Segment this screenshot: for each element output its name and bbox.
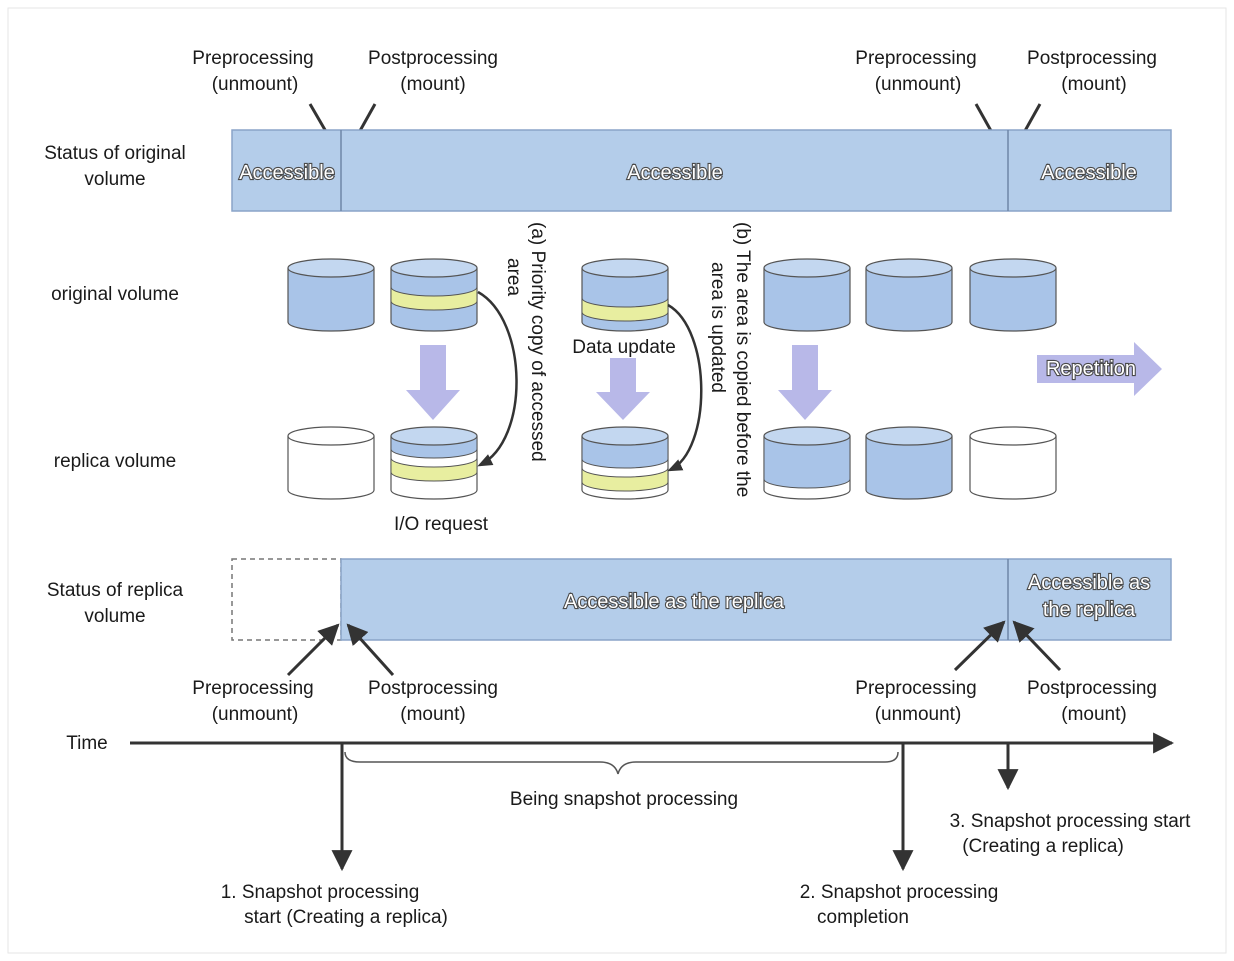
step3-label-a: 3. Snapshot processing start: [950, 811, 1192, 832]
step1-label-a: 1. Snapshot processing: [221, 882, 420, 903]
copy-arrow-1: [406, 345, 460, 420]
step2-label-b: completion: [817, 907, 909, 928]
data-update-label: Data update: [572, 337, 676, 358]
bottom-post2-label-b: (mount): [1061, 704, 1126, 725]
top-pre2-label-a: Preprocessing: [855, 48, 976, 69]
bottom-pre2-label-a: Preprocessing: [855, 678, 976, 699]
original-status-bar-bg: [231, 129, 1172, 212]
top-pre2-label-b: (unmount): [875, 74, 962, 95]
status-original-label-line1: Status of original: [44, 143, 186, 164]
copy-arrow-2: [596, 358, 650, 420]
step2-label-a: 2. Snapshot processing: [800, 882, 999, 903]
top-post2-label-a: Postprocessing: [1027, 48, 1157, 69]
repetition-arrow: [1037, 342, 1162, 396]
priority-copy-curve: [477, 290, 518, 467]
bottom-pre1-label-a: Preprocessing: [192, 678, 313, 699]
original-volume-cylinder: [287, 258, 375, 332]
bottom-post2-label-a: Postprocessing: [1027, 678, 1157, 699]
replica-volume-cylinder-mostly-copied: [763, 426, 851, 500]
original-volume-cylinder: [763, 258, 851, 332]
replica-volume-cylinder-update-copied: [581, 426, 669, 500]
replica-volume-cylinder-empty: [969, 426, 1057, 500]
copy-arrow-3: [778, 345, 832, 420]
copied-before-annotation-b: area is updated: [707, 262, 728, 393]
status-replica-label-line2: volume: [84, 606, 145, 627]
bottom-post1-label-b: (mount): [400, 704, 465, 725]
original-volume-cylinders: [287, 258, 1057, 332]
top-post1-label-a: Postprocessing: [368, 48, 498, 69]
bottom-post1-arrow: [346, 623, 395, 677]
original-status-seg2: Accessible: [627, 162, 723, 184]
io-request-label: I/O request: [394, 514, 489, 535]
replica-status-inaccessible-seg: [231, 558, 342, 641]
original-volume-cylinder-updated: [581, 258, 669, 332]
accessed-area-band: [390, 286, 478, 311]
replica-status-seg3-b: the replica: [1043, 599, 1136, 621]
original-status-bar: Accessible Accessible Accessible: [231, 129, 1172, 212]
bottom-post1-label-a: Postprocessing: [368, 678, 498, 699]
bottom-pre2-label-b: (unmount): [875, 704, 962, 725]
replica-status-bar: Accessible as the replica Accessible as …: [231, 558, 1172, 641]
original-status-seg3: Accessible: [1041, 162, 1137, 184]
replica-volume-label: replica volume: [54, 451, 177, 472]
priority-copy-annotation-b: area: [503, 258, 524, 296]
step1-label-b: start (Creating a replica): [244, 907, 448, 928]
original-status-seg1: Accessible: [239, 162, 335, 184]
repetition-label: Repetition: [1046, 358, 1136, 380]
bottom-pre1-arrow: [286, 623, 340, 677]
snapshot-period-brace: [344, 751, 899, 775]
priority-copy-annotation-a: (a) Priority copy of accessed: [527, 222, 548, 462]
bottom-post2-arrow: [1012, 620, 1062, 672]
original-volume-cylinder: [865, 258, 953, 332]
being-snapshot-label: Being snapshot processing: [510, 789, 738, 810]
status-original-label-line2: volume: [84, 169, 145, 190]
original-volume-label: original volume: [51, 284, 179, 305]
status-replica-label-line1: Status of replica: [47, 580, 184, 601]
top-post2-label-b: (mount): [1061, 74, 1126, 95]
replica-volume-cylinder-empty: [287, 426, 375, 500]
step3-label-b: (Creating a replica): [962, 836, 1124, 857]
copied-before-annotation-a: (b) The area is copied before the: [732, 222, 753, 497]
replica-volume-cylinder-full: [865, 426, 953, 500]
replica-status-seg2: Accessible as the replica: [564, 591, 785, 613]
time-label: Time: [66, 733, 108, 754]
bottom-pre1-label-b: (unmount): [212, 704, 299, 725]
top-pre1-label-a: Preprocessing: [192, 48, 313, 69]
updated-area-band: [581, 297, 669, 322]
pre-update-copy-curve: [667, 303, 703, 472]
original-volume-cylinder: [969, 258, 1057, 332]
replica-volume-cylinder-priority-copied: [390, 426, 478, 500]
replica-volume-cylinders: [287, 426, 1057, 500]
top-post1-label-b: (mount): [400, 74, 465, 95]
top-pre1-label-b: (unmount): [212, 74, 299, 95]
replica-status-seg3-a: Accessible as: [1028, 572, 1150, 594]
bottom-pre2-arrow: [953, 620, 1006, 672]
original-volume-cylinder-accessed: [390, 258, 478, 332]
